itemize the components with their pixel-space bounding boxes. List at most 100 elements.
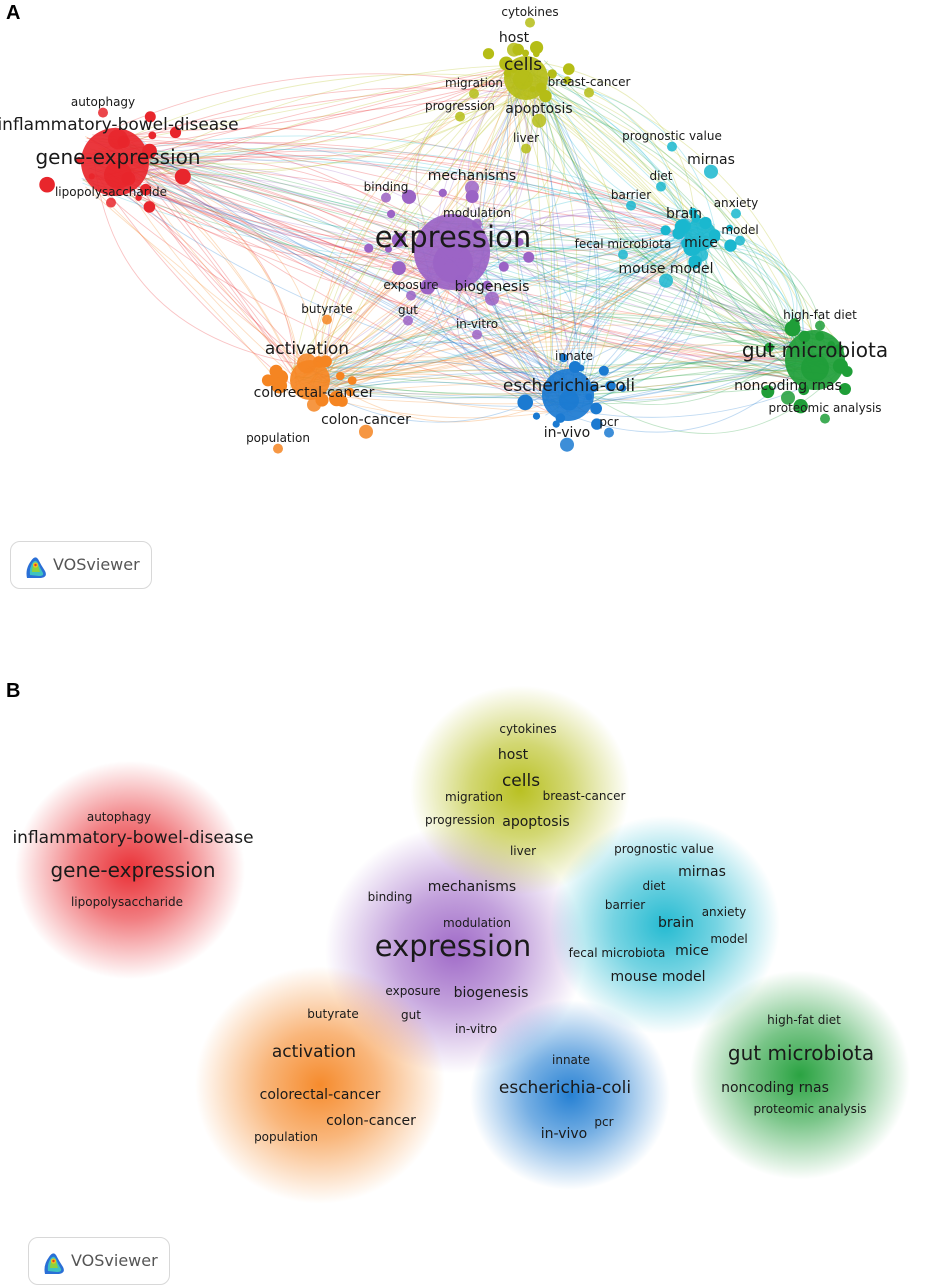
keyword-node: [106, 197, 116, 208]
keyword-label: breast-cancer: [548, 75, 631, 89]
network-link: [315, 371, 565, 423]
network-link: [304, 361, 555, 395]
keyword-node: [108, 129, 128, 150]
network-link: [451, 83, 555, 228]
network-link: [96, 79, 512, 172]
network-node: [619, 384, 627, 392]
network-link: [516, 92, 797, 346]
keyword-label: population: [246, 431, 310, 445]
keyword-label: binding: [364, 180, 409, 194]
keyword-label: binding: [368, 890, 413, 904]
network-node: [532, 412, 541, 420]
keyword-label: breast-cancer: [543, 789, 626, 803]
network-link: [323, 235, 696, 366]
keyword-label: escherichia-coli: [499, 1078, 631, 1098]
density-blob-cyan: [550, 815, 780, 1035]
network-node: [764, 342, 774, 353]
network-link: [542, 94, 791, 340]
keyword-label: noncoding rnas: [721, 1080, 829, 1096]
density-blobs: [15, 685, 910, 1204]
network-link: [527, 65, 591, 392]
network-link: [540, 86, 621, 400]
network-link: [114, 165, 323, 376]
network-node: [482, 48, 495, 60]
keyword-label: migration: [445, 790, 503, 804]
keyword-label: liver: [510, 844, 536, 858]
network-link: [112, 61, 528, 144]
network-link: [546, 82, 801, 348]
network-link: [415, 83, 540, 230]
network-node: [530, 41, 544, 55]
network-link: [94, 163, 303, 366]
network-link: [92, 134, 705, 225]
network-link: [512, 62, 815, 376]
density-blob-orange: [195, 966, 445, 1204]
network-link: [538, 75, 828, 373]
network-link: [514, 87, 693, 239]
network-link: [111, 74, 513, 188]
keyword-label: mice: [675, 943, 709, 959]
keyword-label: butyrate: [307, 1007, 358, 1021]
network-link: [536, 67, 561, 404]
network-link: [704, 234, 793, 360]
keyword-label: mouse model: [618, 261, 713, 277]
network-link: [302, 244, 713, 390]
keyword-node: [677, 218, 691, 233]
network-node: [590, 402, 602, 415]
keyword-label: biogenesis: [455, 279, 530, 295]
keyword-node: [403, 315, 413, 326]
network-link: [81, 159, 706, 225]
keyword-node: [618, 249, 628, 260]
network-node: [559, 353, 568, 363]
network-nodes: [39, 17, 853, 454]
vosviewer-badge: VOSviewer: [10, 541, 152, 589]
network-link: [534, 89, 597, 388]
keyword-node: [656, 181, 666, 192]
network-link: [511, 83, 562, 408]
keyword-label: autophagy: [71, 95, 135, 109]
keyword-label: colon-cancer: [326, 1113, 416, 1129]
network-link: [524, 90, 688, 236]
keyword-label: cytokines: [501, 5, 558, 19]
network-node: [401, 189, 417, 204]
network-link: [89, 73, 529, 157]
network-link: [456, 93, 518, 231]
network-link: [474, 266, 546, 395]
keyword-node: [297, 353, 317, 374]
network-node: [547, 69, 557, 79]
keyword-node: [469, 88, 479, 99]
network-link: [312, 90, 543, 384]
network-link: [452, 192, 689, 238]
keyword-node: [104, 161, 132, 189]
network-link: [140, 173, 293, 377]
keyword-node: [667, 141, 677, 152]
network-link: [555, 321, 822, 383]
keyword-node: [532, 113, 546, 128]
network-node: [522, 49, 529, 57]
network-link: [478, 216, 699, 278]
keyword-label: anxiety: [714, 196, 759, 210]
network-node: [724, 239, 737, 252]
keyword-node: [569, 361, 579, 372]
network-node: [761, 385, 775, 399]
keyword-label: biogenesis: [454, 985, 529, 1001]
network-node: [726, 224, 734, 232]
keyword-label: progression: [425, 813, 495, 827]
keyword-label: gut microbiota: [742, 338, 888, 362]
network-node: [784, 320, 801, 337]
network-link: [572, 364, 795, 377]
keyword-label: pcr: [599, 415, 618, 429]
network-link: [291, 239, 699, 376]
network-node: [563, 76, 572, 85]
network-node: [148, 131, 157, 140]
network-link: [317, 239, 703, 391]
keyword-node: [507, 42, 521, 57]
network-node: [261, 374, 274, 387]
network-link: [114, 127, 694, 236]
keyword-label: apoptosis: [505, 101, 572, 117]
keyword-label: model: [710, 932, 747, 946]
network-link: [426, 265, 571, 395]
network-link: [545, 63, 696, 225]
network-link: [89, 137, 555, 388]
network-link: [93, 149, 805, 381]
